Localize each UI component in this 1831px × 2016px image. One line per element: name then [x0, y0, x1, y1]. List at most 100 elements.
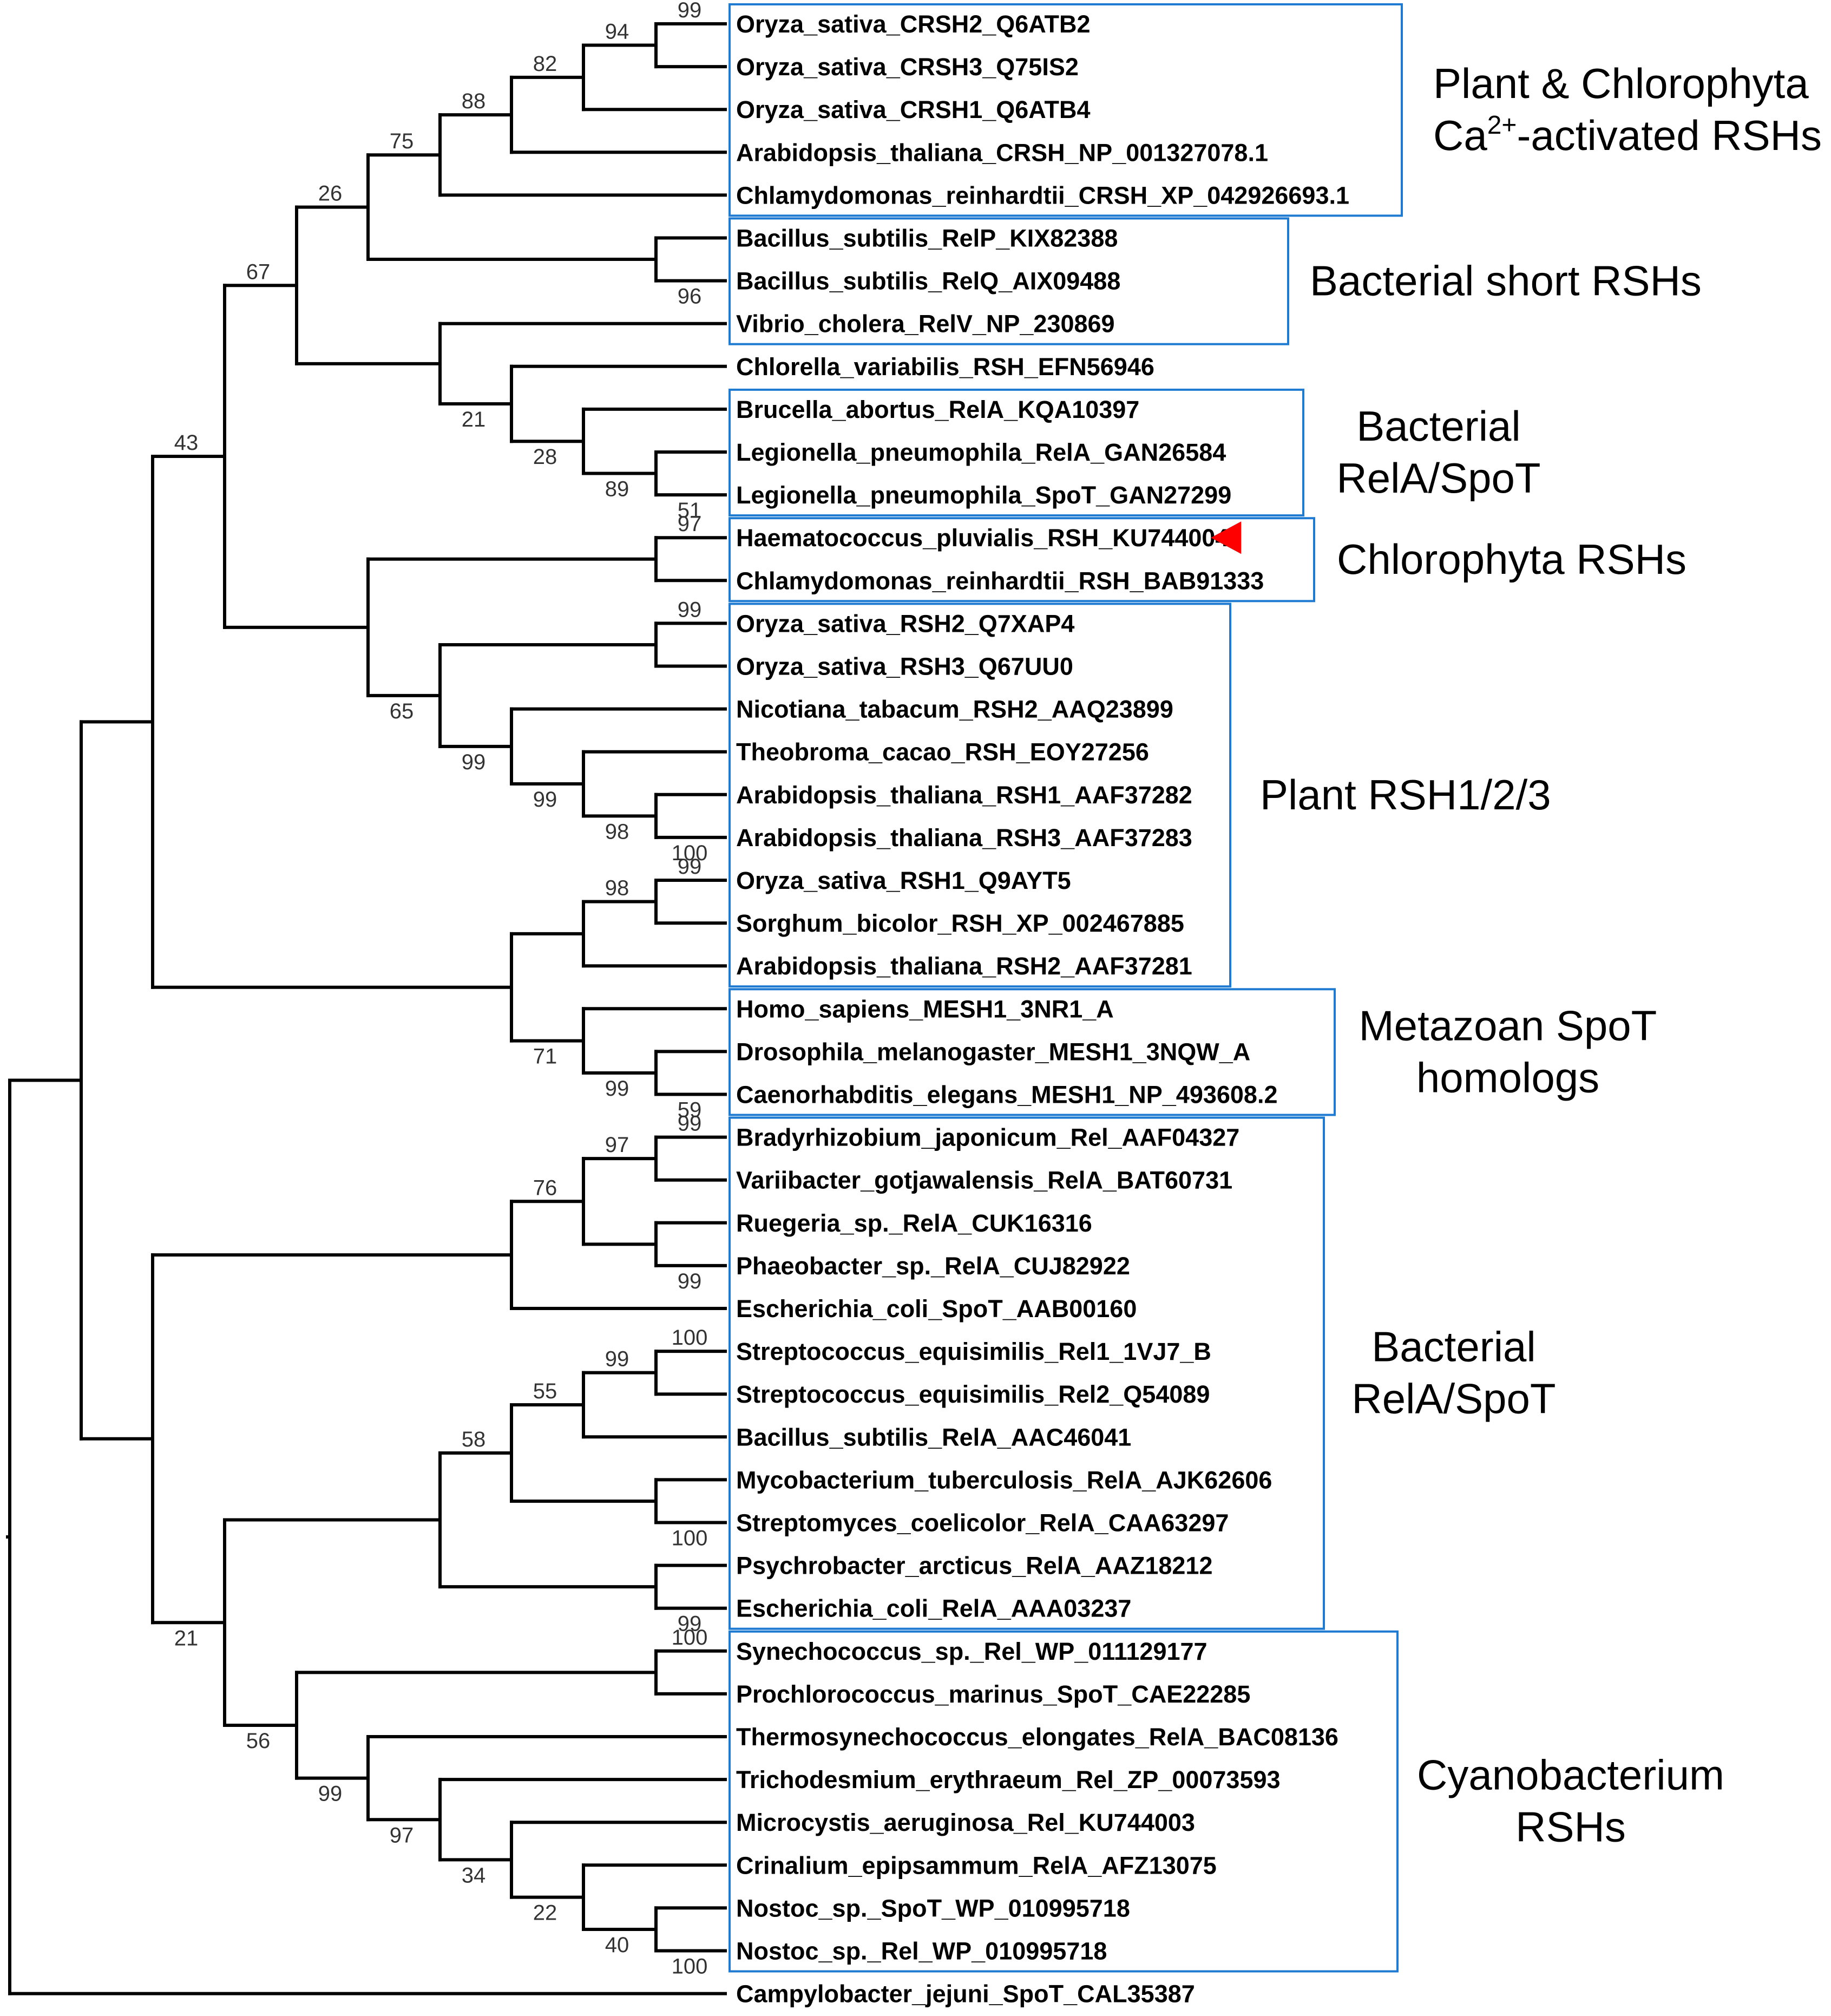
leaf-label: Thermosynechococcus_elongates_RelA_BAC08…	[736, 1723, 1338, 1751]
bootstrap-value: 100	[672, 1626, 708, 1650]
leaf-label: Escherichia_coli_SpoT_AAB00160	[736, 1295, 1137, 1323]
clade-box-bacterial-rela-1	[729, 388, 1304, 517]
leaf-label: Arabidopsis_thaliana_CRSH_NP_001327078.1	[736, 139, 1268, 166]
clade-box-plant-chloro-crsh	[729, 3, 1403, 217]
leaf-label: Microcystis_aeruginosa_Rel_KU744003	[736, 1809, 1195, 1836]
leaf-label: Oryza_sativa_RSH3_Q67UU0	[736, 653, 1073, 680]
clade-box-plant-rsh123	[729, 603, 1231, 988]
bootstrap-value: 97	[678, 512, 702, 536]
leaf-label: Chlamydomonas_reinhardtii_CRSH_XP_042926…	[736, 181, 1349, 209]
bootstrap-value: 75	[390, 129, 414, 153]
clade-label: RelA/SpoT	[1336, 454, 1540, 502]
clade-box-bacterial-rela-2	[729, 1116, 1325, 1630]
leaf-label: Bacillus_subtilis_RelA_AAC46041	[736, 1423, 1131, 1451]
leaf-label: Arabidopsis_thaliana_RSH2_AAF37281	[736, 952, 1192, 980]
leaf-label: Legionella_pneumophila_RelA_GAN26584	[736, 438, 1226, 466]
leaf-label: Chlorella_variabilis_RSH_EFN56946	[736, 353, 1154, 381]
bootstrap-value: 58	[462, 1428, 486, 1451]
leaf-label: Mycobacterium_tuberculosis_RelA_AJK62606	[736, 1466, 1272, 1494]
leaf-label: Legionella_pneumophila_SpoT_GAN27299	[736, 481, 1231, 509]
bootstrap-value: 55	[533, 1379, 557, 1403]
leaf-label: Phaeobacter_sp._RelA_CUJ82922	[736, 1252, 1130, 1280]
bootstrap-value: 97	[605, 1133, 629, 1157]
leaf-label: Brucella_abortus_RelA_KQA10397	[736, 396, 1139, 423]
bootstrap-value: 99	[605, 1347, 629, 1371]
leaf-label: Streptococcus_equisimilis_Rel1_1VJ7_B	[736, 1338, 1211, 1365]
leaf-label: Haematococcus_pluvialis_RSH_KU744004	[736, 524, 1229, 552]
bootstrap-value: 99	[678, 1269, 702, 1293]
leaf-label: Arabidopsis_thaliana_RSH3_AAF37283	[736, 824, 1192, 852]
bootstrap-value: 59	[678, 1098, 702, 1122]
bootstrap-value: 99	[678, 855, 702, 879]
markers	[1211, 521, 1242, 554]
bootstrap-value: 34	[462, 1863, 486, 1887]
leaf-label: Drosophila_melanogaster_MESH1_3NQW_A	[736, 1038, 1250, 1065]
bootstrap-value: 21	[462, 408, 486, 431]
leaf-label: Nostoc_sp._SpoT_WP_010995718	[736, 1894, 1130, 1922]
bootstrap-value: 99	[678, 598, 702, 621]
clade-label: Chlorophyta RSHs	[1337, 535, 1686, 583]
clade-label: Metazoan SpoT	[1359, 1002, 1657, 1049]
bootstrap-value: 98	[605, 876, 629, 900]
clade-box-bacterial-short	[729, 217, 1289, 345]
leaf-label: Oryza_sativa_RSH1_Q9AYT5	[736, 867, 1071, 894]
bootstrap-value: 22	[533, 1901, 557, 1925]
bootstrap-value: 40	[605, 1933, 629, 1957]
clade-box-cyanobacterium	[729, 1630, 1399, 1973]
leaf-label: Chlamydomonas_reinhardtii_RSH_BAB91333	[736, 567, 1264, 594]
leaf-label: Variibacter_gotjawalensis_RelA_BAT60731	[736, 1167, 1232, 1194]
leaf-label: Bacillus_subtilis_RelQ_AIX09488	[736, 267, 1120, 295]
bootstrap-value: 65	[390, 699, 414, 723]
leaf-label: Trichodesmium_erythraeum_Rel_ZP_00073593	[736, 1766, 1281, 1794]
clade-label: RelA/SpoT	[1351, 1375, 1556, 1423]
leaf-label: Nicotiana_tabacum_RSH2_AAQ23899	[736, 696, 1173, 723]
clade-label: RSHs	[1515, 1803, 1626, 1851]
bootstrap-value: 26	[318, 182, 343, 206]
leaf-label: Bradyrhizobium_japonicum_Rel_AAF04327	[736, 1124, 1239, 1151]
bootstrap-value: 88	[462, 89, 486, 113]
leaf-label: Oryza_sativa_RSH2_Q7XAP4	[736, 610, 1074, 637]
leaf-label: Homo_sapiens_MESH1_3NR1_A	[736, 995, 1114, 1023]
clade-label: Plant & Chlorophyta	[1433, 60, 1809, 107]
leaf-label: Caenorhabditis_elegans_MESH1_NP_493608.2	[736, 1081, 1277, 1109]
leaf-label: Nostoc_sp._Rel_WP_010995718	[736, 1938, 1107, 1965]
leaf-label: Theobroma_cacao_RSH_EOY27256	[736, 738, 1149, 766]
bootstrap-value: 28	[533, 445, 557, 469]
bootstrap-value: 99	[462, 750, 486, 774]
leaf-label: Sorghum_bicolor_RSH_XP_002467885	[736, 909, 1184, 937]
clade-boxes	[729, 3, 1403, 1973]
bootstrap-value: 56	[246, 1729, 271, 1753]
bootstrap-value: 99	[318, 1782, 343, 1806]
clade-box-metazoan-spot	[729, 988, 1336, 1116]
bootstrap-value: 99	[533, 788, 557, 811]
bootstrap-value: 100	[672, 1527, 708, 1550]
leaf-label: Streptomyces_coelicolor_RelA_CAA63297	[736, 1509, 1229, 1537]
bootstrap-value: 51	[678, 499, 702, 522]
clade-label: Bacterial	[1371, 1323, 1535, 1371]
bootstrap-value: 21	[174, 1626, 199, 1650]
bootstrap-value: 82	[533, 52, 557, 76]
leaf-label: Psychrobacter_arcticus_RelA_AAZ18212	[736, 1552, 1212, 1580]
clade-label: homologs	[1416, 1053, 1599, 1101]
bootstrap-value: 67	[246, 260, 271, 284]
leaf-labels: Oryza_sativa_CRSH2_Q6ATB2Oryza_sativa_CR…	[736, 10, 1349, 2008]
clade-label: Ca2+-activated RSHs	[1433, 111, 1822, 159]
leaf-label: Bacillus_subtilis_RelP_KIX82388	[736, 225, 1118, 252]
leaf-label: Crinalium_epipsammum_RelA_AFZ13075	[736, 1851, 1217, 1879]
bootstrap-value: 100	[672, 841, 708, 865]
leaf-label: Oryza_sativa_CRSH1_Q6ATB4	[736, 96, 1090, 123]
bootstrap-value: 71	[533, 1045, 557, 1069]
bootstrap-value: 94	[605, 20, 629, 44]
leaf-label: Vibrio_cholera_RelV_NP_230869	[736, 310, 1115, 338]
clade-label: Cyanobacterium	[1417, 1751, 1724, 1799]
tree-branches	[6, 22, 727, 1995]
bootstrap-value: 98	[605, 820, 629, 843]
leaf-label: Campylobacter_jejuni_SpoT_CAL35387	[736, 1980, 1195, 2008]
clade-label: Bacterial	[1356, 402, 1520, 450]
leaf-label: Ruegeria_sp._RelA_CUK16316	[736, 1209, 1092, 1237]
bootstrap-value: 89	[605, 477, 629, 501]
bootstrap-value: 99	[678, 1612, 702, 1636]
leaf-label: Synechococcus_sp._Rel_WP_011129177	[736, 1638, 1207, 1665]
